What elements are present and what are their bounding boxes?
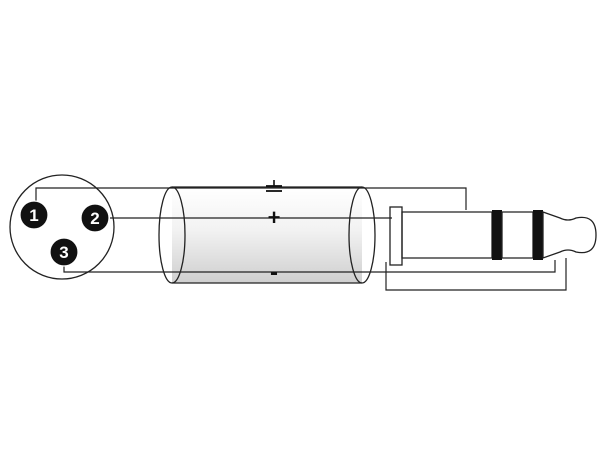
sleeve-loop-wire bbox=[385, 258, 567, 291]
ground-symbol-icon bbox=[266, 180, 282, 192]
xlr-connector bbox=[9, 174, 115, 280]
minus-symbol: - bbox=[270, 259, 278, 286]
xlr-pin-1: 1 bbox=[19, 200, 49, 230]
tip bbox=[542, 211, 597, 259]
xlr-pin-2: 2 bbox=[80, 203, 110, 233]
xlr-pin-2-label: 2 bbox=[90, 209, 99, 228]
ground-wire bbox=[35, 187, 467, 210]
cable-body bbox=[158, 186, 376, 284]
trs-jack-plug bbox=[389, 206, 597, 266]
xlr-pin-1-label: 1 bbox=[29, 206, 38, 225]
xlr-pin-3-label: 3 bbox=[59, 243, 68, 262]
xlr-pin-3: 3 bbox=[49, 237, 79, 267]
wires bbox=[35, 187, 567, 291]
cable-left-end bbox=[158, 186, 186, 284]
negative-wire bbox=[63, 260, 556, 273]
plus-symbol: + bbox=[268, 205, 281, 230]
cable-right-end bbox=[361, 186, 376, 284]
